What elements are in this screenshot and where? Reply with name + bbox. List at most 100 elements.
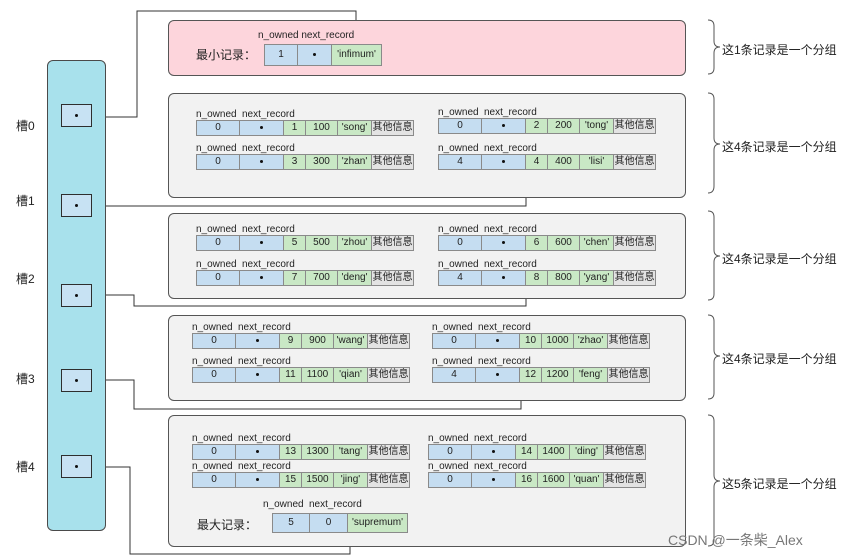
record-num: 1200 [542, 367, 574, 383]
record-header-next: next_record [474, 461, 527, 472]
record-next-pointer [472, 444, 516, 460]
infimum-n-owned: 1 [264, 44, 298, 66]
record-header-owned: n_owned [196, 109, 237, 120]
group-2-brace-label: 这4条记录是一个分组 [722, 252, 837, 266]
record-next-pointer [482, 118, 526, 134]
record-header-owned: n_owned [192, 322, 233, 333]
record-n-owned: 0 [196, 235, 240, 251]
record-n-owned: 0 [438, 235, 482, 251]
record-header-owned: n_owned [428, 433, 469, 444]
record-num: 1400 [538, 444, 570, 460]
record-next-pointer [240, 235, 284, 251]
supremum-title: 最大记录： [197, 518, 258, 532]
slot2-pointer-line [76, 289, 529, 307]
record-name: 'jing' [334, 472, 368, 488]
record-other-info: 其他信息 [368, 333, 410, 349]
record-next-pointer [482, 270, 526, 286]
record-name: 'chen' [580, 235, 614, 251]
slot-label-0: 槽0 [16, 119, 35, 133]
record-id: 11 [280, 367, 302, 383]
slot-box-4 [61, 455, 92, 478]
record-num: 1100 [302, 367, 334, 383]
slot-label-2: 槽2 [16, 272, 35, 286]
supremum-n-owned: 5 [272, 513, 310, 533]
record-name: 'lisi' [580, 154, 614, 170]
record-id: 12 [520, 367, 542, 383]
record-id: 3 [284, 154, 306, 170]
record-id: 6 [526, 235, 548, 251]
record-other-info: 其他信息 [368, 367, 410, 383]
record-other-info: 其他信息 [614, 235, 656, 251]
record-header-owned: n_owned [196, 143, 237, 154]
brace-group-2 [707, 210, 721, 301]
record-name: 'feng' [574, 367, 608, 383]
record-next-pointer [240, 154, 284, 170]
record-n-owned: 0 [438, 118, 482, 134]
record-other-info: 其他信息 [604, 472, 646, 488]
record-name: 'wang' [334, 333, 368, 349]
watermark: CSDN @一条柴_Alex [668, 532, 803, 548]
record-num: 500 [306, 235, 338, 251]
brace-group-3 [707, 314, 721, 400]
group-1-brace-label: 这4条记录是一个分组 [722, 140, 837, 154]
record-next-pointer [482, 235, 526, 251]
infimum-title: 最小记录： [196, 48, 257, 62]
group-box-3 [168, 315, 686, 401]
record-name: 'zhou' [338, 235, 372, 251]
record-num: 700 [306, 270, 338, 286]
record-header-owned: n_owned [438, 259, 479, 270]
record-n-owned: 4 [438, 154, 482, 170]
record-n-owned: 0 [192, 333, 236, 349]
record-header-next: next_record [474, 433, 527, 444]
record-other-info: 其他信息 [604, 444, 646, 460]
record-other-info: 其他信息 [614, 118, 656, 134]
record-num: 800 [548, 270, 580, 286]
supremum-next: 0 [310, 513, 348, 533]
record-next-pointer [476, 333, 520, 349]
record-num: 1300 [302, 444, 334, 460]
record-num: 1600 [538, 472, 570, 488]
record-n-owned: 0 [192, 444, 236, 460]
record-name: 'song' [338, 120, 372, 136]
record-id: 1 [284, 120, 306, 136]
record-id: 10 [520, 333, 542, 349]
record-header-next: next_record [478, 356, 531, 367]
record-header-owned: n_owned [438, 143, 479, 154]
brace-infimum [707, 19, 721, 75]
record-num: 1000 [542, 333, 574, 349]
record-n-owned: 4 [432, 367, 476, 383]
record-num: 300 [306, 154, 338, 170]
record-n-owned: 0 [192, 472, 236, 488]
record-header-owned: n_owned [438, 224, 479, 235]
slot-label-1: 槽1 [16, 194, 35, 208]
slot3-pointer-line [76, 379, 524, 410]
record-name: 'zhao' [574, 333, 608, 349]
record-id: 5 [284, 235, 306, 251]
record-next-pointer [236, 367, 280, 383]
record-name: 'deng' [338, 270, 372, 286]
record-header-owned: n_owned [196, 224, 237, 235]
record-header-owned: n_owned [432, 322, 473, 333]
record-num: 100 [306, 120, 338, 136]
record-name: 'tang' [334, 444, 368, 460]
record-other-info: 其他信息 [608, 333, 650, 349]
record-other-info: 其他信息 [608, 367, 650, 383]
record-n-owned: 0 [192, 367, 236, 383]
record-header-next: next_record [484, 107, 537, 118]
record-header-owned: n_owned [428, 461, 469, 472]
slot-box-3 [61, 369, 92, 392]
supremum-header-owned: n_owned [263, 499, 304, 510]
record-name: 'yang' [580, 270, 614, 286]
record-id: 15 [280, 472, 302, 488]
infimum-group [168, 20, 686, 76]
record-header-next: next_record [242, 143, 295, 154]
